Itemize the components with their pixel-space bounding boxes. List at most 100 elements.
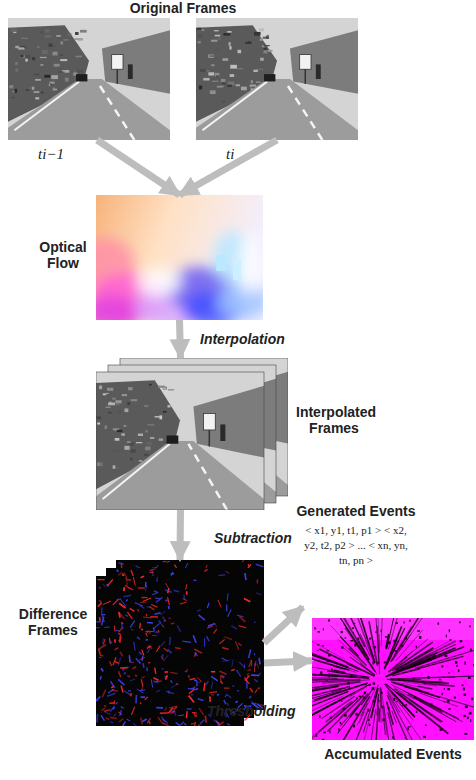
event-speck: [344, 714, 347, 716]
event-speck: [372, 687, 375, 690]
event-stroke: [115, 648, 119, 650]
frame-image: [8, 18, 170, 140]
event-stroke: [227, 724, 230, 725]
event-stroke: [109, 638, 111, 644]
event-speck: [381, 692, 383, 694]
event-stroke: [126, 576, 127, 581]
event-stroke: [147, 649, 149, 653]
event-speck: [425, 724, 427, 726]
rock-texture: [259, 28, 264, 31]
rock-texture: [124, 425, 127, 427]
rock-texture: [60, 59, 67, 61]
event-stroke: [110, 717, 117, 718]
event-stroke: [209, 692, 217, 693]
event-speck: [318, 687, 320, 688]
flow-blobs: [96, 232, 263, 321]
event-stroke: [146, 633, 148, 637]
event-stroke: [129, 655, 131, 662]
rock-texture: [202, 29, 205, 31]
event-speck: [409, 620, 410, 622]
event-stroke: [107, 693, 115, 696]
event-stroke: [204, 716, 207, 723]
event-stroke: [132, 667, 136, 669]
rock-texture: [211, 40, 217, 42]
event-stroke: [162, 719, 167, 723]
event-stroke: [130, 679, 135, 681]
event-stroke: [103, 584, 105, 586]
event-streak: [340, 693, 368, 726]
event-stroke: [99, 649, 101, 655]
event-speck: [468, 676, 471, 679]
event-streak: [392, 635, 410, 661]
event-speck: [374, 646, 377, 649]
rock-texture: [212, 81, 219, 82]
event-stroke: [171, 623, 175, 624]
node-label: Optical Flow: [34, 239, 92, 271]
event-speck: [473, 664, 474, 666]
flow-arrow: [180, 140, 278, 195]
event-stroke: [98, 579, 105, 580]
event-speck: [373, 700, 375, 703]
event-speck: [396, 701, 398, 702]
rock-texture: [217, 86, 224, 88]
event-streak: [312, 693, 354, 724]
image-panel: ti: [196, 18, 358, 140]
rock-texture: [56, 35, 60, 37]
event-stroke: [251, 674, 259, 676]
event-stroke: [133, 723, 139, 726]
rock-texture: [159, 438, 163, 440]
event-stroke: [167, 649, 171, 653]
event-speck: [369, 724, 371, 726]
event-speck: [353, 623, 355, 624]
event-speck: [316, 679, 317, 680]
event-stroke: [125, 585, 129, 587]
event-stroke: [171, 684, 177, 688]
event-stroke: [103, 639, 105, 645]
event-speck: [470, 649, 472, 652]
event-stroke: [131, 629, 134, 631]
event-speck: [393, 640, 395, 643]
event-speck: [322, 645, 324, 646]
node-label: Accumulated Events: [322, 746, 464, 762]
event-speck: [471, 697, 473, 700]
rock-texture: [168, 389, 174, 390]
event-streak: [384, 626, 401, 668]
event-stroke: [126, 582, 127, 586]
rock-texture: [238, 50, 242, 53]
event-streak: [312, 677, 337, 678]
event-stroke: [142, 719, 146, 722]
event-stroke: [199, 708, 204, 715]
rock-texture: [54, 64, 60, 67]
event-stroke: [121, 685, 123, 692]
event-stroke: [189, 678, 195, 679]
event-stroke: [209, 697, 211, 702]
event-streak: [384, 705, 389, 740]
event-speck: [320, 671, 322, 673]
rock-texture: [229, 46, 231, 50]
rock-texture: [131, 399, 137, 401]
event-stroke: [200, 720, 204, 724]
accumulated-events-image: [312, 618, 474, 740]
event-stroke: [141, 576, 145, 578]
event-stroke: [161, 641, 166, 646]
event-stroke: [222, 658, 228, 661]
event-speck: [331, 668, 333, 670]
event-streak: [345, 709, 368, 740]
event-speck: [455, 661, 457, 664]
event-speck: [354, 644, 356, 647]
event-speck: [317, 644, 319, 645]
event-stroke: [187, 708, 192, 710]
rock-texture: [257, 69, 264, 70]
flow-arrow: [176, 320, 184, 358]
event-streak: [377, 694, 378, 706]
event-stroke: [153, 627, 154, 631]
rock-texture: [103, 393, 106, 395]
event-speck: [341, 646, 344, 648]
event-stroke: [257, 663, 259, 668]
event-stroke: [191, 723, 194, 725]
event-speck: [434, 655, 436, 657]
event-stroke: [119, 563, 124, 565]
event-streak: [350, 657, 375, 675]
event-stroke: [192, 712, 197, 714]
rock-texture: [68, 33, 72, 35]
